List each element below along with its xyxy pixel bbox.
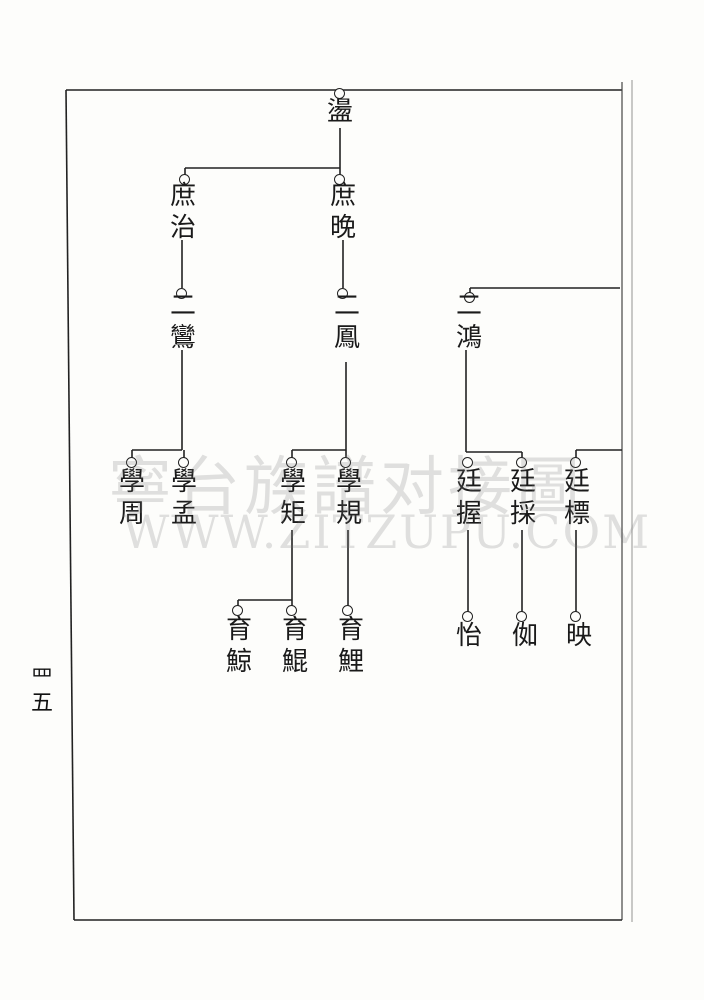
person-jing: 育 鯨 [222,614,256,678]
person-root-char1: 盪 [326,97,353,127]
person-wo-char1: 廷 [455,467,482,497]
person-luan-char2: 鸞 [169,323,196,353]
person-li-char1: 育 [337,615,364,645]
person-jing-char2: 鯨 [225,647,252,677]
person-hong-char1: ⼆ [455,291,482,321]
person-marker-liu [516,611,527,622]
person-cai-char2: 採 [509,499,536,529]
frame-left-rule [65,89,75,921]
person-zhou-char2: 周 [118,499,145,529]
person-yi: 怡 [452,620,486,652]
person-feng-char2: 鳳 [333,323,360,353]
person-kun-char1: 育 [281,615,308,645]
person-cai-char1: 廷 [509,467,536,497]
person-root: 盪 [323,96,357,128]
person-marker-hong [464,292,475,303]
person-yi-char1: 怡 [455,621,482,651]
person-shu-char2: 治 [169,213,196,243]
person-gui: 學 規 [332,466,366,530]
person-biao: 廷 標 [560,466,594,530]
person-wo-char2: 握 [455,499,482,529]
person-ying: 映 [562,620,596,652]
person-luan: ⼆ 鸞 [166,290,200,354]
person-biao-char2: 標 [563,499,590,529]
person-zhou: 學 周 [115,466,149,530]
person-ju-char1: 學 [279,467,306,497]
person-marker-cai [516,457,527,468]
person-marker-root [334,88,345,99]
person-cai: 廷 採 [506,466,540,530]
person-gui-char2: 規 [335,499,362,529]
person-shu-char1: 庶 [169,181,196,211]
page-number: 罒五 [30,667,53,716]
person-feng: ⼆ 鳳 [330,290,364,354]
person-luan-char1: ⼆ [169,291,196,321]
person-wan-char2: 晚 [329,213,356,243]
person-wan-char1: 庶 [329,181,356,211]
person-shu: 庶 治 [166,180,200,244]
person-ju-char2: 矩 [279,499,306,529]
person-feng-char1: ⼆ [333,291,360,321]
person-ju: 學 矩 [276,466,310,530]
person-marker-meng [178,457,189,468]
person-jing-char1: 育 [225,615,252,645]
person-marker-wan [334,174,345,185]
person-marker-jing [232,605,243,616]
person-gui-char1: 學 [335,467,362,497]
person-marker-gui [340,457,351,468]
person-meng: 學 孟 [167,466,201,530]
person-hong: ⼆ 鴻 [452,290,486,354]
person-meng-char1: 學 [170,467,197,497]
person-li: 育 鯉 [334,614,368,678]
person-zhou-char1: 學 [118,467,145,497]
person-marker-luan [176,288,187,299]
person-wan: 庶 晚 [326,180,360,244]
person-meng-char2: 孟 [170,499,197,529]
person-marker-zhou [126,457,137,468]
person-marker-ju [286,457,297,468]
person-marker-biao [570,457,581,468]
person-liu-char1: 侞 [511,621,538,651]
person-kun: 育 鯤 [278,614,312,678]
person-marker-ying [570,611,581,622]
person-biao-char1: 廷 [563,467,590,497]
person-marker-kun [286,605,297,616]
person-marker-wo [462,457,473,468]
person-wo: 廷 握 [452,466,486,530]
person-ying-char1: 映 [565,621,592,651]
person-marker-yi [462,611,473,622]
person-marker-li [342,605,353,616]
person-marker-shu [179,174,190,185]
person-liu: 侞 [508,620,542,652]
person-hong-char2: 鴻 [455,323,482,353]
person-marker-feng [337,288,348,299]
person-li-char2: 鯉 [337,647,364,677]
person-kun-char2: 鯤 [281,647,308,677]
